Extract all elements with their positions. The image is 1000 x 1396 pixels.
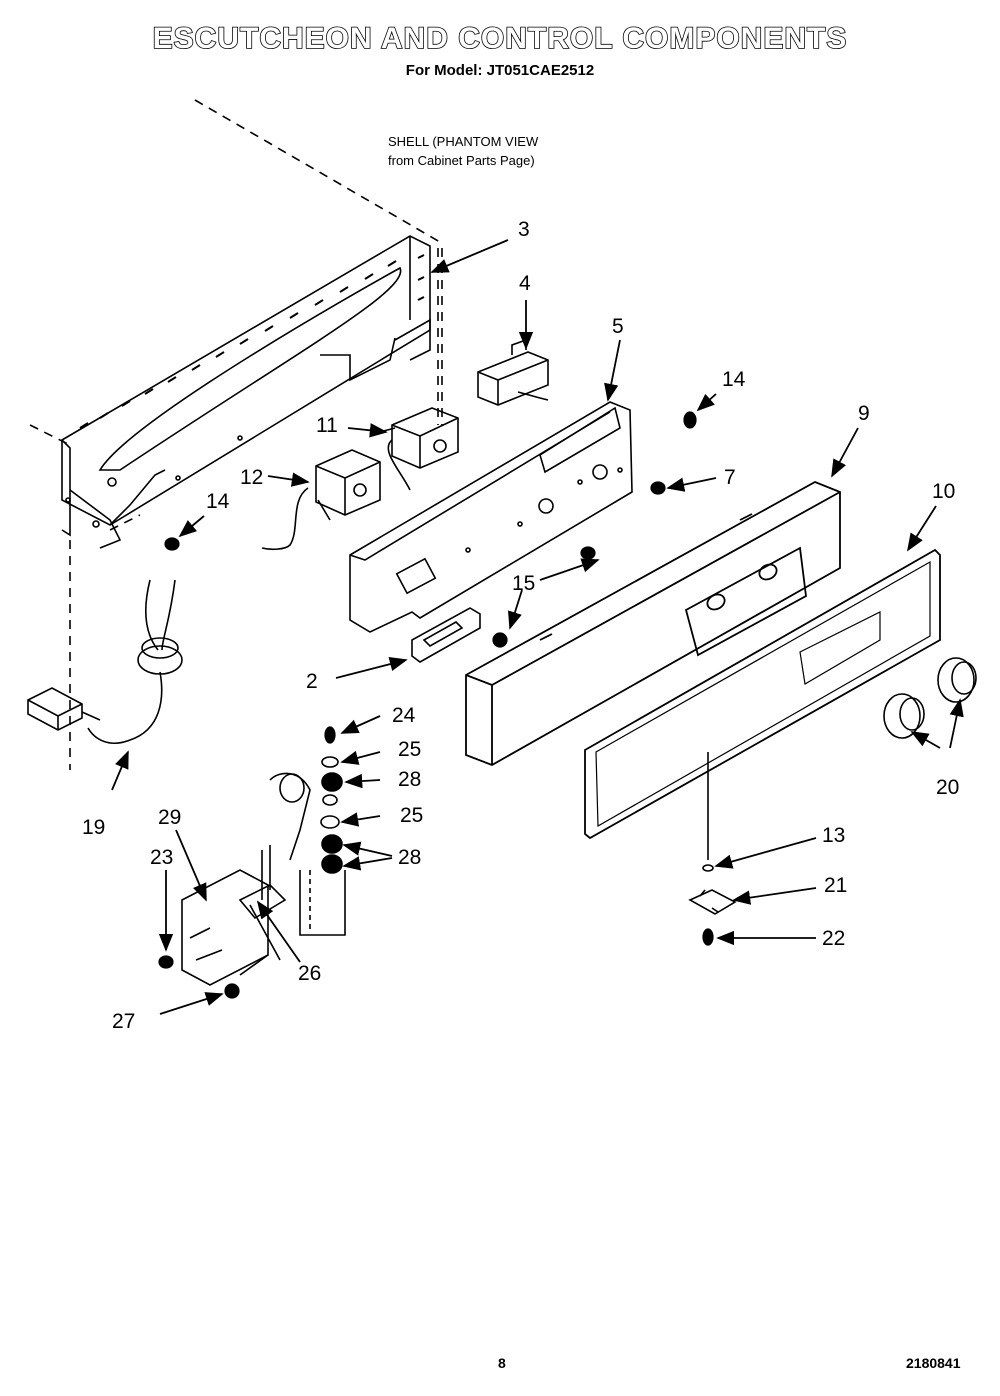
model-subtitle: For Model: JT051CAE2512 — [405, 62, 595, 79]
screw-15 — [492, 632, 508, 648]
callout-19: 19 — [82, 816, 105, 839]
diagram-title: ESCUTCHEON AND CONTROL COMPONENTS — [152, 21, 848, 56]
screws — [158, 411, 714, 999]
callout-10: 10 — [932, 480, 955, 503]
part-19-harness — [27, 579, 183, 744]
part-20-knobs — [883, 657, 977, 739]
callout-3: 3 — [518, 218, 530, 241]
callout-7: 7 — [724, 466, 736, 489]
part-12-control — [261, 449, 381, 551]
callout-4: 4 — [519, 272, 531, 295]
callout-20: 20 — [936, 776, 959, 799]
note-line-2: from Cabinet Parts Page) — [388, 153, 535, 168]
part-5-bracket — [349, 401, 633, 633]
part-2-plate — [411, 607, 481, 663]
callout-5: 5 — [612, 315, 624, 338]
callout-26: 26 — [298, 962, 321, 985]
part-9-escutcheon — [465, 481, 841, 766]
document-number: 2180841 — [906, 1355, 961, 1371]
note-line-1: SHELL (PHANTOM VIEW — [388, 134, 539, 149]
callout-14-lower: 14 — [206, 490, 230, 513]
leader-arrows — [111, 239, 964, 1015]
screw-27 — [224, 983, 240, 999]
callout-24: 24 — [392, 704, 416, 727]
screw-14-upper — [683, 411, 697, 429]
part-13-21-clip — [688, 752, 737, 915]
callout-25-upper: 25 — [398, 738, 421, 761]
callout-21: 21 — [824, 874, 847, 897]
part-10-overlay — [584, 548, 941, 840]
part-4-switch — [477, 338, 549, 406]
callout-2: 2 — [306, 670, 318, 693]
screw-14-lower — [164, 537, 180, 551]
callout-9: 9 — [858, 402, 870, 425]
screw-7 — [650, 481, 666, 495]
lower-valve-assembly — [181, 756, 346, 986]
shell-phantom — [29, 99, 443, 770]
part-3-rear-panel — [61, 235, 431, 549]
callout-14-upper: 14 — [722, 368, 746, 391]
screw-hole — [580, 546, 596, 560]
part-11-control — [379, 407, 459, 491]
callout-29: 29 — [158, 806, 181, 829]
callout-22: 22 — [822, 927, 845, 950]
callout-13: 13 — [822, 824, 845, 847]
page-number: 8 — [498, 1355, 506, 1371]
callout-25-lower: 25 — [400, 804, 423, 827]
callout-28-upper: 28 — [398, 768, 421, 791]
callout-labels: 3 4 5 14 9 11 7 10 12 14 15 2 24 25 28 2… — [82, 218, 959, 1033]
screw-23 — [158, 955, 174, 969]
callout-11: 11 — [316, 414, 338, 437]
screw-24 — [324, 726, 336, 744]
callout-27: 27 — [112, 1010, 135, 1033]
screw-22 — [702, 928, 714, 946]
shell-phantom-note: SHELL (PHANTOM VIEW from Cabinet Parts P… — [388, 132, 538, 170]
callout-23: 23 — [150, 846, 173, 869]
callout-12: 12 — [240, 466, 263, 489]
callout-15: 15 — [512, 572, 535, 595]
callout-28-lower: 28 — [398, 846, 421, 869]
